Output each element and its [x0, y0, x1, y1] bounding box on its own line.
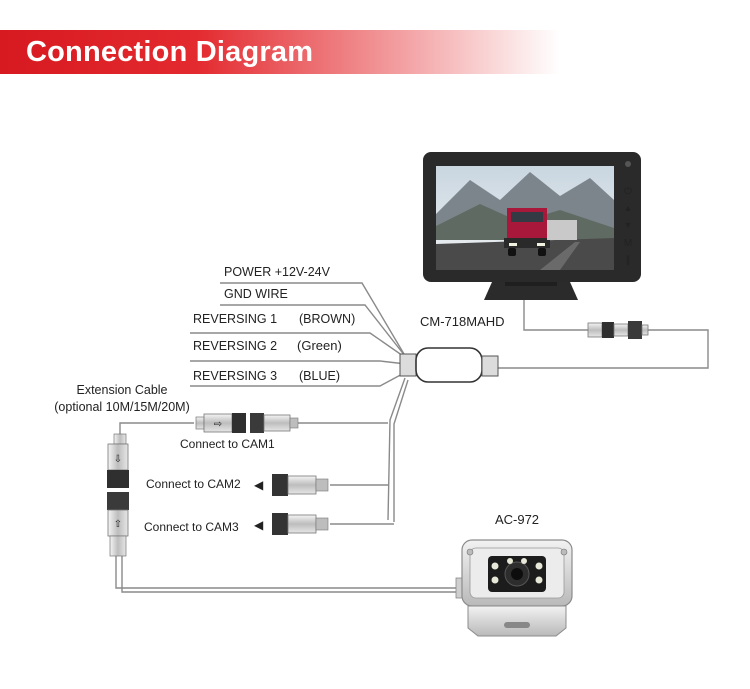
wire-harness-box: [399, 347, 499, 383]
wire-color-reversing-2: (Green): [297, 338, 342, 353]
split-icon: ∥: [626, 255, 631, 266]
extension-cable-length: (optional 10M/15M/20M): [54, 400, 189, 414]
down-arrow-icon: ▼: [624, 220, 633, 230]
left-arrow-icon: ◀: [254, 518, 264, 532]
monitor-cable-connector: [587, 321, 649, 339]
up-arrow-icon: ⇧: [114, 519, 122, 530]
wire-label-reversing-3: REVERSING 3: [193, 369, 277, 383]
wire-label-reversing-1: REVERSING 1: [193, 312, 277, 326]
extension-cable-label: Extension Cable: [76, 383, 167, 397]
monitor: ⏻ ▲ ▼ M ∥: [423, 152, 641, 300]
wire-color-reversing-3: (BLUE): [299, 369, 340, 383]
left-arrow-icon: ◀: [254, 478, 264, 492]
cam3-connector: [272, 513, 329, 535]
monitor-buttons: ⏻ ▲ ▼ M ∥: [624, 161, 633, 266]
rear-camera: [455, 539, 573, 637]
monitor-model-label: CM-718MAHD: [420, 314, 505, 329]
arrow-icon: ⇨: [214, 419, 222, 430]
wire-label-reversing-2: REVERSING 2: [193, 339, 277, 353]
wire-label-power: POWER +12V-24V: [224, 265, 331, 279]
wire-color-reversing-1: (BROWN): [299, 312, 355, 326]
cam1-label: Connect to CAM1: [180, 437, 275, 451]
camera-model-label: AC-972: [495, 512, 539, 527]
cables: [115, 282, 709, 593]
menu-button-label: M: [624, 238, 632, 249]
wire-label-gnd: GND WIRE: [224, 287, 288, 301]
extension-cable-connector-upper: ⇩: [107, 433, 129, 488]
cam1-connector: ⇨: [195, 413, 299, 433]
cam2-label: Connect to CAM2: [146, 477, 241, 491]
up-arrow-icon: ▲: [624, 203, 633, 213]
title-banner: Connection Diagram: [0, 30, 560, 74]
extension-cable-connector-lower: ⇧: [107, 492, 129, 557]
page-title: Connection Diagram: [26, 36, 314, 68]
cam2-connector: [272, 474, 329, 496]
cam3-label: Connect to CAM3: [144, 520, 239, 534]
power-icon: ⏻: [624, 186, 632, 197]
power-led: [625, 161, 631, 167]
monitor-stand: [484, 282, 578, 300]
down-arrow-icon: ⇩: [114, 454, 122, 465]
